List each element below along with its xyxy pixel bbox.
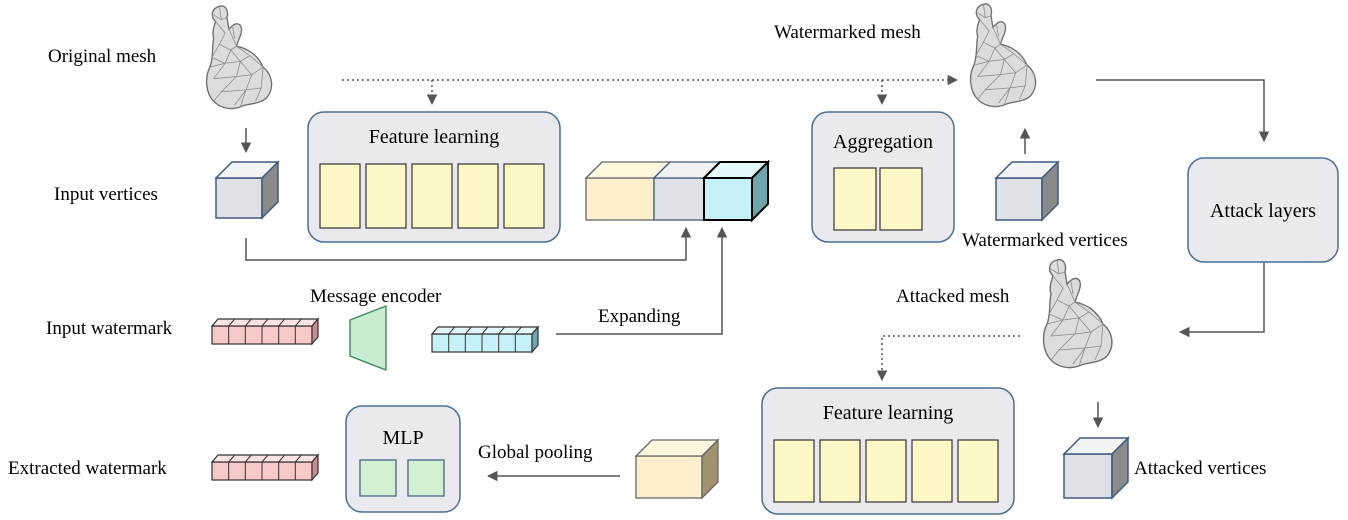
attacked-mesh-icon xyxy=(1042,258,1113,369)
watermarked-vertices-label: Watermarked vertices xyxy=(962,230,1128,251)
watermarked-mesh-icon xyxy=(969,3,1037,108)
feature-block xyxy=(773,439,815,503)
feature-block xyxy=(865,439,907,503)
concat-cubes xyxy=(584,159,771,223)
connectors xyxy=(240,74,1270,482)
feature-block xyxy=(457,163,499,229)
aggregation-title: Aggregation xyxy=(833,131,933,153)
aggregation-block xyxy=(833,167,877,231)
original-mesh-label: Original mesh xyxy=(48,46,157,67)
attacked-mesh-label: Attacked mesh xyxy=(896,286,1010,307)
expanding-label: Expanding xyxy=(598,306,681,327)
mlp-block xyxy=(359,459,397,497)
mlp-block xyxy=(407,459,445,497)
input-watermark-label: Input watermark xyxy=(46,318,173,339)
feature-block xyxy=(365,163,407,229)
feature-block xyxy=(911,439,953,503)
message-encoder-shape xyxy=(349,304,387,372)
mlp-panel xyxy=(345,405,461,513)
feature-block xyxy=(957,439,999,503)
attacked-vertices-cube xyxy=(1062,436,1130,500)
feature-learning-bottom-title: Feature learning xyxy=(823,402,954,424)
extracted-watermark-bits xyxy=(210,453,320,482)
message-encoder-label: Message encoder xyxy=(310,286,442,307)
feature-learning-top-panel xyxy=(307,111,561,243)
aggregation-panel xyxy=(811,111,955,243)
message-code-bits xyxy=(430,325,540,354)
input-vertices-cube xyxy=(214,160,280,220)
extracted-watermark-label: Extracted watermark xyxy=(8,458,167,479)
global-pooling-label: Global pooling xyxy=(478,442,593,463)
aggregation-block xyxy=(879,167,923,231)
feature-learning-top-title: Feature learning xyxy=(369,126,500,148)
watermarked-mesh-label: Watermarked mesh xyxy=(774,22,921,43)
attack-layers-title: Attack layers xyxy=(1210,200,1316,222)
attacked-vertices-label: Attacked vertices xyxy=(1134,458,1266,479)
attack-layers-panel xyxy=(1187,157,1339,263)
watermarked-vertices-cube xyxy=(994,160,1060,222)
input-watermark-bits xyxy=(210,317,320,346)
input-vertices-label: Input vertices xyxy=(54,184,158,205)
original-mesh-icon xyxy=(205,5,273,110)
pooled-feature-cube xyxy=(634,438,720,500)
feature-learning-bottom-panel xyxy=(761,387,1015,515)
feature-block xyxy=(411,163,453,229)
feature-block xyxy=(819,439,861,503)
mlp-title: MLP xyxy=(382,427,423,449)
feature-block xyxy=(319,163,361,229)
feature-block xyxy=(503,163,545,229)
